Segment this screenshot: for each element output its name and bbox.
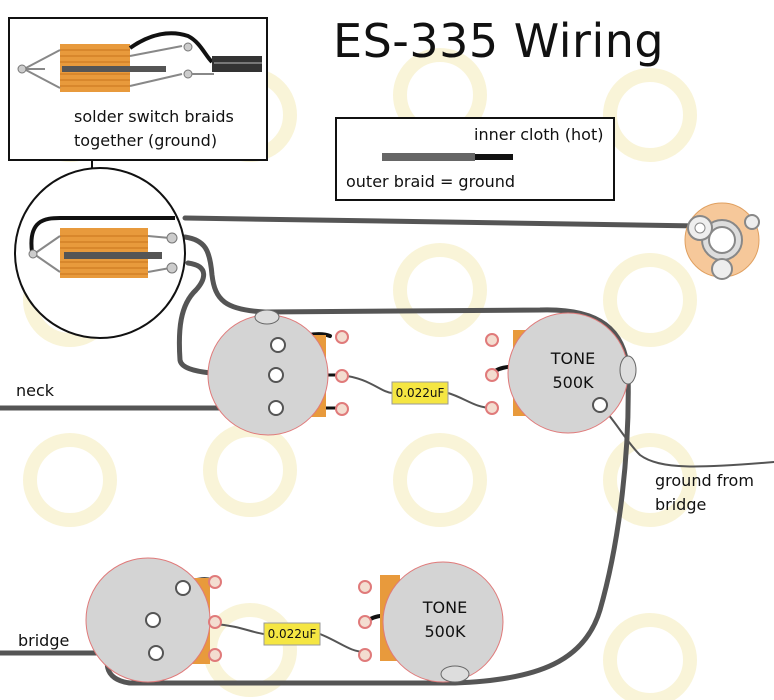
capacitor-upper (391, 381, 449, 405)
tone-pot-upper-label1: TONE (550, 349, 596, 368)
capacitor-upper-label: 0.022uF (395, 386, 445, 400)
ground-note-line1: ground from (655, 471, 754, 490)
tone-pot-lower-label2: 500K (424, 622, 466, 641)
bridge-volume-pot (85, 557, 222, 683)
capacitor-lower-label: 0.022uF (267, 627, 317, 641)
inset-note-line1: solder switch braids (74, 107, 234, 126)
legend-hot-label: inner cloth (hot) (474, 125, 604, 144)
neck-input-label: neck (16, 381, 55, 400)
inner-cloth-sample (475, 154, 513, 160)
outer-braid-sample (382, 153, 475, 161)
neck-tone-pot (485, 312, 637, 434)
neck-volume-pot (207, 309, 349, 436)
bridge-tone-pot (358, 561, 504, 683)
bridge-input-label: bridge (18, 631, 70, 650)
capacitor-lower (263, 622, 321, 646)
diagram-title: ES-335 Wiring (333, 14, 665, 68)
legend-ground-label: outer braid = ground (346, 172, 516, 191)
switch-detail-circle (14, 167, 186, 339)
ground-note-line2: bridge (655, 495, 707, 514)
tone-pot-lower-label1: TONE (422, 598, 468, 617)
inset-switch (17, 31, 262, 92)
tone-pot-upper-label2: 500K (552, 373, 594, 392)
output-jack (684, 202, 760, 280)
inset-note-line2: together (ground) (74, 131, 218, 150)
